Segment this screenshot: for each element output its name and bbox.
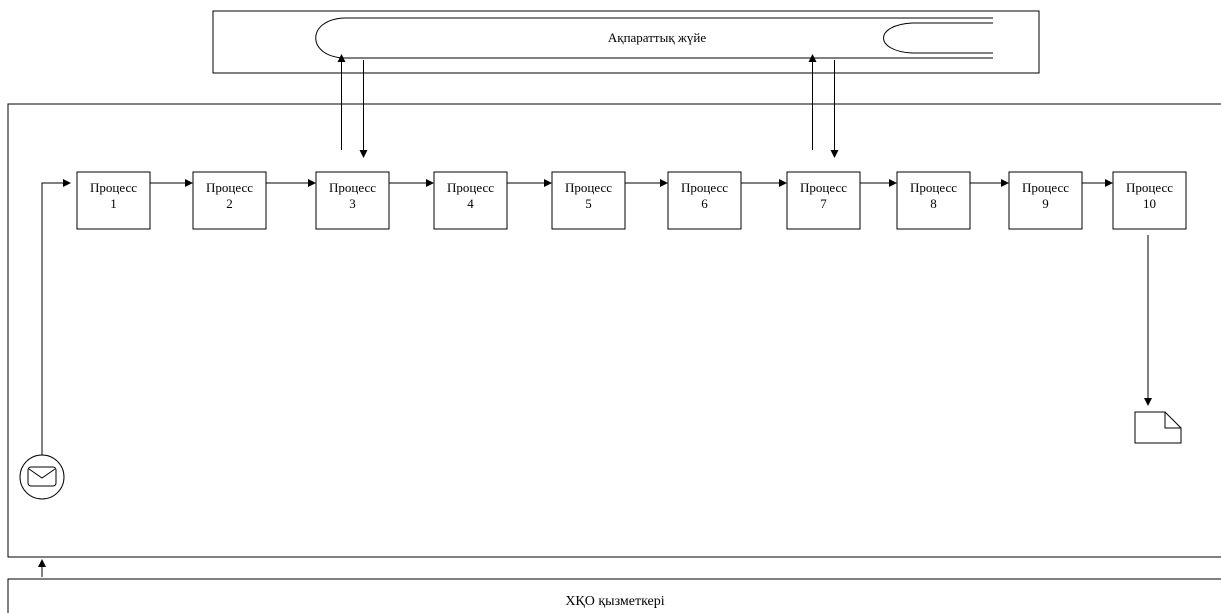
envelope-icon xyxy=(19,454,65,500)
process-number: 9 xyxy=(1042,196,1049,211)
process-label: Процесс xyxy=(90,180,137,195)
process-label: Процесс xyxy=(681,180,728,195)
process-number: 10 xyxy=(1143,196,1156,211)
document-icon xyxy=(1134,411,1182,444)
process-number: 3 xyxy=(349,196,356,211)
process-label: Процесс xyxy=(800,180,847,195)
process-number: 7 xyxy=(820,196,827,211)
process-number: 6 xyxy=(701,196,708,211)
system-lane: Ақпараттық жүйе xyxy=(212,10,1040,74)
process-number: 8 xyxy=(930,196,937,211)
employee-lane: ХҚО қызметкері xyxy=(7,578,1221,613)
employee-lane-border xyxy=(7,578,1221,613)
process-row: Процесс1Процесс2Процесс3Процесс4Процесс5… xyxy=(76,54,1187,230)
process-number: 4 xyxy=(467,196,474,211)
process-number: 1 xyxy=(110,196,117,211)
process-label: Процесс xyxy=(1022,180,1069,195)
process-label: Процесс xyxy=(206,180,253,195)
system-lane-box xyxy=(212,10,1040,74)
system-lane-label: Ақпараттық жүйе xyxy=(608,30,706,45)
process-label: Процесс xyxy=(565,180,612,195)
start-connector-arrow xyxy=(41,179,71,455)
process-lane-border xyxy=(7,103,1221,558)
process-number: 2 xyxy=(226,196,233,211)
employee-lane-label: ХҚО қызметкері xyxy=(565,594,664,609)
process-label: Процесс xyxy=(447,180,494,195)
system-lane-cylinder-end xyxy=(883,22,993,54)
process-label: Процесс xyxy=(910,180,957,195)
process-lane xyxy=(7,103,1221,558)
process-label: Процесс xyxy=(1126,180,1173,195)
process-label: Процесс xyxy=(329,180,376,195)
process-number: 5 xyxy=(585,196,592,211)
